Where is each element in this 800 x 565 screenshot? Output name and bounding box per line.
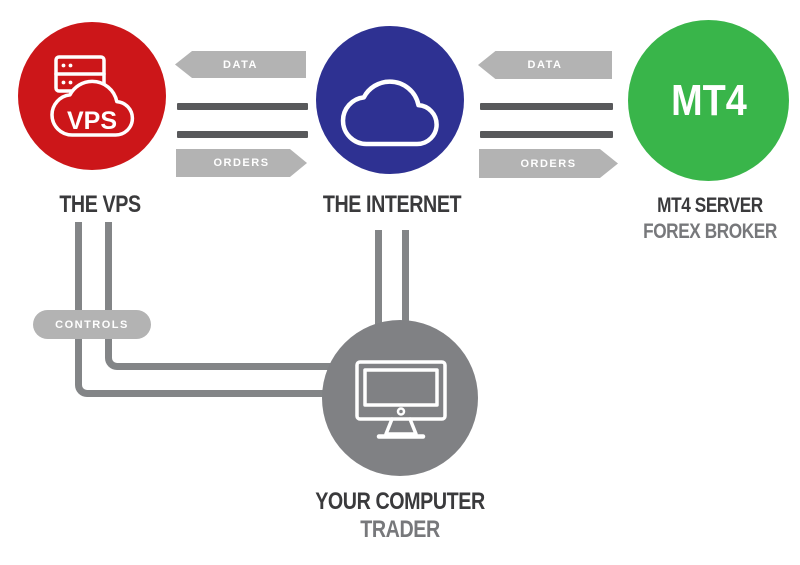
label-vps: THE VPS xyxy=(59,191,141,218)
monitor-button-shape xyxy=(396,407,406,416)
arrow-orders-label: ORDERS xyxy=(520,157,577,170)
monitor-screen-shape xyxy=(363,368,439,407)
node-internet xyxy=(316,26,464,174)
line-internet-mt4-lower xyxy=(480,131,613,138)
label-internet: THE INTERNET xyxy=(322,191,462,218)
arrow-data-label: DATA xyxy=(223,58,258,71)
arrow-data-vps-internet: DATA xyxy=(175,51,306,78)
server-cloud-icon: VPS xyxy=(50,55,135,137)
arrow-data-internet-mt4: DATA xyxy=(478,51,612,79)
line-internet-mt4-upper xyxy=(480,103,613,110)
server-led-dots xyxy=(61,63,73,85)
monitor-body-shape xyxy=(355,360,447,421)
label-computer-line2: TRADER xyxy=(360,516,440,543)
vps-badge-text: VPS xyxy=(67,107,117,135)
controls-pill: CONTROLS xyxy=(33,310,151,339)
arrow-orders-internet-mt4: ORDERS xyxy=(479,149,618,178)
mt4-badge-text: MT4 xyxy=(670,75,747,125)
arrow-orders-label: ORDERS xyxy=(213,157,270,169)
connector-vps-computer-left xyxy=(75,222,350,397)
node-vps: VPS xyxy=(18,22,166,170)
monitor-stand-shape xyxy=(384,417,418,436)
desktop-monitor-icon xyxy=(355,360,447,439)
connector-vps-computer-right xyxy=(105,222,355,370)
line-vps-internet-lower xyxy=(177,131,308,138)
line-vps-internet-upper xyxy=(177,103,308,110)
connector-internet-computer-left xyxy=(375,230,382,327)
connector-internet-computer-right xyxy=(402,230,409,327)
label-mt4-line2: FOREX BROKER xyxy=(643,220,777,243)
node-computer xyxy=(322,320,478,476)
label-mt4-line1: MT4 SERVER xyxy=(657,194,763,217)
arrow-data-label: DATA xyxy=(527,59,563,71)
cloud-icon xyxy=(340,79,439,147)
controls-label: CONTROLS xyxy=(55,318,129,331)
vps-cloud-shape xyxy=(50,79,135,137)
arrow-orders-vps-internet: ORDERS xyxy=(176,149,307,177)
node-mt4: MT4 xyxy=(628,20,789,181)
label-computer-line1: YOUR COMPUTER xyxy=(315,488,485,515)
